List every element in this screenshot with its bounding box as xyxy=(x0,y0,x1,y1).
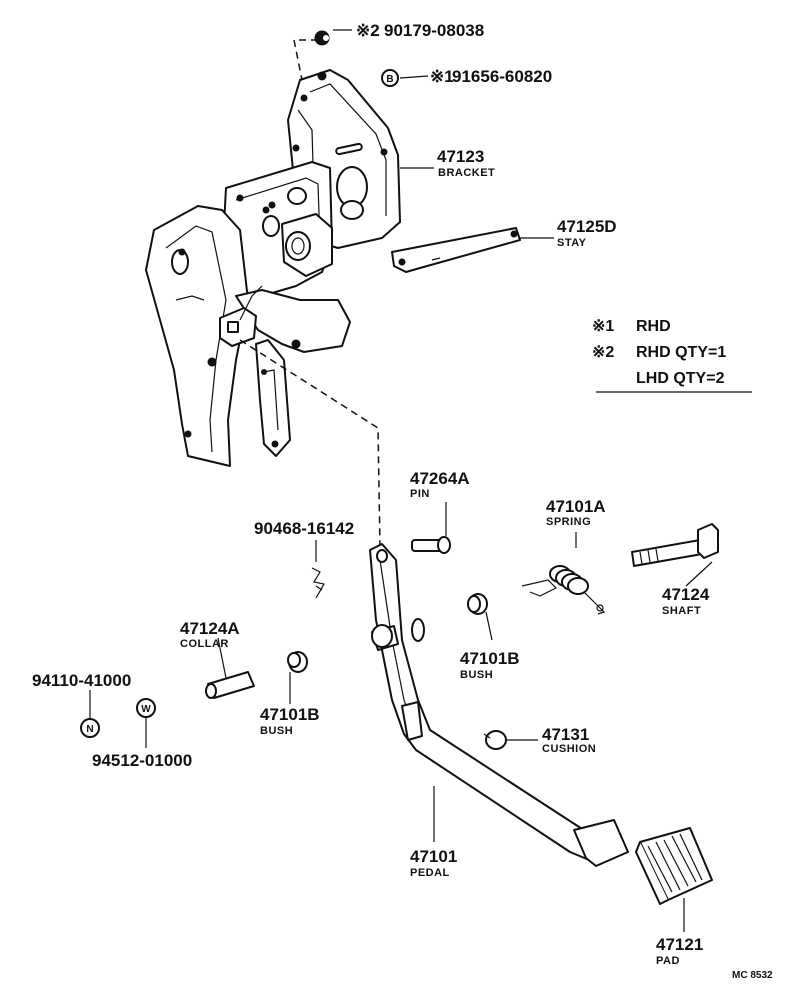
pedal xyxy=(369,543,629,867)
note-2-mark: ※2 xyxy=(592,344,614,361)
cushion-number: 47131 xyxy=(542,725,589,744)
spring-number: 47101A xyxy=(546,497,606,516)
clip-mark: ※1 xyxy=(430,67,454,86)
leader-lines xyxy=(89,29,752,932)
stay xyxy=(391,227,521,273)
w-washer: W xyxy=(136,698,156,718)
spring-name: SPRING xyxy=(546,516,591,528)
note-1-text: RHD xyxy=(636,318,671,335)
shaft-name: SHAFT xyxy=(662,605,701,617)
shaft-number: 47124 xyxy=(662,585,710,604)
bracket-number: 47123 xyxy=(437,147,484,166)
n-nut: N xyxy=(80,718,100,738)
spring xyxy=(521,565,606,615)
note-1-mark: ※1 xyxy=(592,318,614,335)
pedal-name: PEDAL xyxy=(410,867,450,879)
w-letter: W xyxy=(141,704,151,715)
nut-number: 90179-08038 xyxy=(384,21,484,40)
bracket-assembly xyxy=(145,69,401,467)
pad xyxy=(635,827,713,905)
pad-name: PAD xyxy=(656,955,680,967)
bush-left-name: BUSH xyxy=(260,725,293,737)
bush-left xyxy=(287,651,308,673)
clip-91656-60820: B xyxy=(381,69,399,87)
collar-name: COLLAR xyxy=(180,638,229,650)
nut-90179-08038 xyxy=(314,30,330,46)
pedal-number: 47101 xyxy=(410,847,457,866)
bush-right-number: 47101B xyxy=(460,649,520,668)
diagram-code: MC 8532 xyxy=(732,970,773,981)
bush-right xyxy=(467,593,488,615)
bush-right-name: BUSH xyxy=(460,669,493,681)
cushion xyxy=(483,730,507,750)
shaft xyxy=(631,523,719,567)
clip-number: 91656-60820 xyxy=(452,67,552,86)
pivot-guide-line xyxy=(239,339,381,549)
bracket-name: BRACKET xyxy=(438,167,495,179)
nut-mark: ※2 xyxy=(356,21,380,40)
nut-guide-line xyxy=(293,39,318,81)
pad-number: 47121 xyxy=(656,935,703,954)
collar-number: 47124A xyxy=(180,619,240,638)
collar xyxy=(205,671,255,699)
cotter-pin xyxy=(311,567,325,599)
pin-number: 47264A xyxy=(410,469,470,488)
stay-number: 47125D xyxy=(557,217,617,236)
washer-number: 94512-01000 xyxy=(92,751,192,770)
bush-left-number: 47101B xyxy=(260,705,320,724)
pin xyxy=(411,536,451,554)
note-3-text: LHD QTY=2 xyxy=(636,370,725,387)
cushion-name: CUSHION xyxy=(542,743,596,755)
note-2-text: RHD QTY=1 xyxy=(636,344,726,361)
pin-name: PIN xyxy=(410,488,430,500)
n-nut-number: 94110-41000 xyxy=(32,671,131,690)
n-letter: N xyxy=(86,724,93,735)
clip-b-letter: B xyxy=(386,74,393,85)
stay-name: STAY xyxy=(557,237,587,249)
cotter-number: 90468-16142 xyxy=(254,519,354,538)
